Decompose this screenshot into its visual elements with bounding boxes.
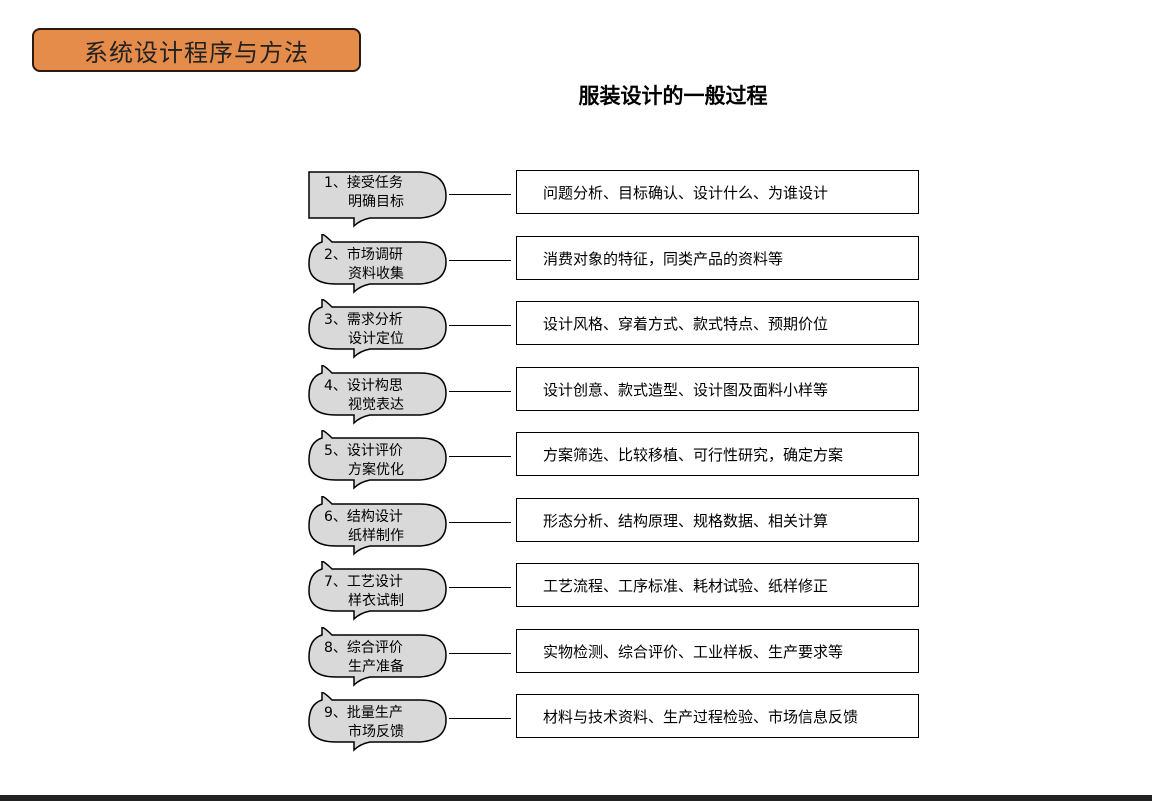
process-step: 6、结构设计纸样制作 形态分析、结构原理、规格数据、相关计算 [308, 496, 928, 556]
step-shape [308, 627, 447, 687]
process-step: 1、接受任务明确目标 问题分析、目标确认、设计什么、为谁设计 [308, 168, 928, 228]
step-label: 6、结构设计纸样制作 [324, 509, 404, 544]
connector-line [449, 194, 511, 195]
process-step: 8、综合评价生产准备 实物检测、综合评价、工业样板、生产要求等 [308, 627, 928, 687]
step-shape [308, 430, 447, 490]
step-shape [308, 692, 447, 752]
step-description: 工艺流程、工序标准、耗材试验、纸样修正 [516, 563, 919, 607]
process-step: 2、市场调研资料收集 消费对象的特征，同类产品的资料等 [308, 234, 928, 294]
step-label: 9、批量生产市场反馈 [324, 705, 404, 740]
process-step: 7、工艺设计样衣试制 工艺流程、工序标准、耗材试验、纸样修正 [308, 561, 928, 621]
step-label: 5、设计评价方案优化 [324, 443, 404, 478]
step-description: 实物检测、综合评价、工业样板、生产要求等 [516, 629, 919, 673]
step-description: 形态分析、结构原理、规格数据、相关计算 [516, 498, 919, 542]
step-description: 材料与技术资料、生产过程检验、市场信息反馈 [516, 694, 919, 738]
connector-line [449, 653, 511, 654]
step-label: 4、设计构思视觉表达 [324, 378, 404, 413]
process-step: 5、设计评价方案优化 方案筛选、比较移植、可行性研究，确定方案 [308, 430, 928, 490]
step-label: 7、工艺设计样衣试制 [324, 574, 404, 609]
step-description: 问题分析、目标确认、设计什么、为谁设计 [516, 170, 919, 214]
step-shape [308, 171, 447, 228]
step-description: 消费对象的特征，同类产品的资料等 [516, 236, 919, 280]
step-shape [308, 561, 447, 621]
step-label: 2、市场调研资料收集 [324, 247, 404, 282]
process-step: 9、批量生产市场反馈 材料与技术资料、生产过程检验、市场信息反馈 [308, 692, 928, 752]
step-description: 设计风格、穿着方式、款式特点、预期价位 [516, 301, 919, 345]
step-description: 方案筛选、比较移植、可行性研究，确定方案 [516, 432, 919, 476]
step-label: 8、综合评价生产准备 [324, 640, 404, 675]
connector-line [449, 522, 511, 523]
step-label: 3、需求分析设计定位 [324, 312, 404, 347]
connector-line [449, 456, 511, 457]
diagram-title: 服装设计的一般过程 [578, 84, 768, 108]
connector-line [449, 718, 511, 719]
step-shape [308, 496, 447, 556]
step-label: 1、接受任务明确目标 [324, 175, 404, 210]
connector-line [449, 325, 511, 326]
bottom-divider [0, 795, 1152, 801]
step-shape [308, 299, 447, 359]
connector-line [449, 587, 511, 588]
step-shape [308, 365, 447, 425]
connector-line [449, 260, 511, 261]
section-label: 系统设计程序与方法 [32, 28, 361, 72]
step-shape [308, 234, 447, 294]
step-description: 设计创意、款式造型、设计图及面料小样等 [516, 367, 919, 411]
process-step: 3、需求分析设计定位 设计风格、穿着方式、款式特点、预期价位 [308, 299, 928, 359]
process-step: 4、设计构思视觉表达 设计创意、款式造型、设计图及面料小样等 [308, 365, 928, 425]
connector-line [449, 391, 511, 392]
